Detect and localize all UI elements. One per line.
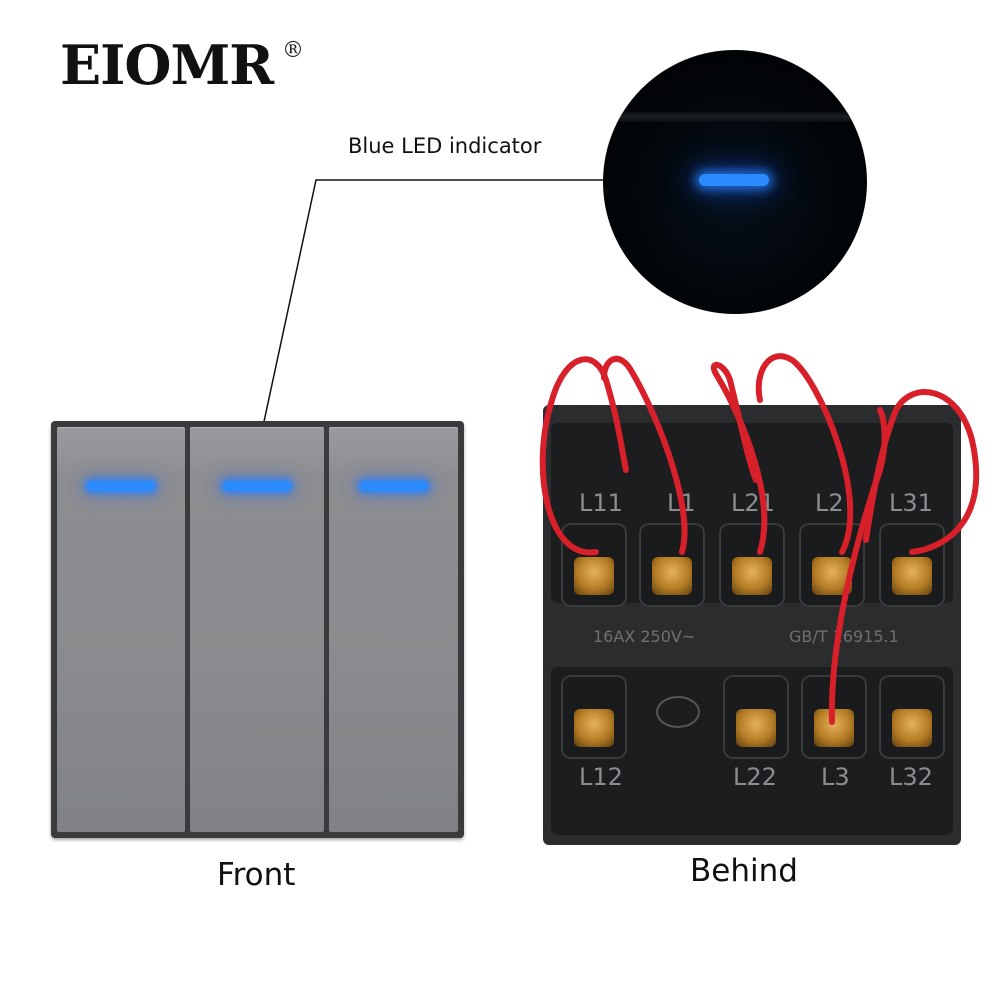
terminal-slot <box>879 675 945 759</box>
screw-icon <box>892 709 932 747</box>
terminal-label: L21 <box>731 489 775 517</box>
led-indicator-icon <box>87 481 155 491</box>
screw-icon <box>652 557 692 595</box>
brand-logo: EIOMR <box>60 33 274 97</box>
terminal-label: L2 <box>815 489 844 517</box>
magnifier-bezel <box>603 112 867 122</box>
led-indicator-icon <box>223 481 291 491</box>
terminal-label: L3 <box>821 763 850 791</box>
behind-caption: Behind <box>690 853 798 889</box>
terminal-label: L31 <box>889 489 933 517</box>
rocker-1 <box>57 427 185 832</box>
magnified-led-icon <box>699 174 769 186</box>
callout-label: Blue LED indicator <box>348 134 542 158</box>
terminal-slot <box>719 523 785 607</box>
certification-mark-icon <box>656 696 700 728</box>
screw-icon <box>736 709 776 747</box>
registered-mark: ® <box>282 38 304 63</box>
screw-icon <box>732 557 772 595</box>
back-module: L11 L1 L21 L2 L31 16AX 250V~ GB/T 16915.… <box>543 405 961 845</box>
screw-icon <box>814 709 854 747</box>
rating-text: 16AX 250V~ <box>593 627 696 646</box>
rocker-2 <box>190 427 324 832</box>
terminal-slot <box>561 675 627 759</box>
standard-text: GB/T 16915.1 <box>789 627 899 646</box>
terminal-label: L12 <box>579 763 623 791</box>
terminal-slot <box>723 675 789 759</box>
terminal-slot <box>799 523 865 607</box>
terminal-label: L11 <box>579 489 623 517</box>
rocker-3 <box>329 427 458 832</box>
front-caption: Front <box>217 857 296 893</box>
screw-icon <box>574 557 614 595</box>
screw-icon <box>574 709 614 747</box>
terminal-slot <box>639 523 705 607</box>
terminal-label: L22 <box>733 763 777 791</box>
terminal-slot <box>561 523 627 607</box>
terminal-label: L32 <box>889 763 933 791</box>
screw-icon <box>812 557 852 595</box>
terminal-slot <box>879 523 945 607</box>
screw-icon <box>892 557 932 595</box>
led-magnifier-image <box>603 50 867 314</box>
front-switch-plate <box>51 421 464 838</box>
led-indicator-icon <box>359 481 428 491</box>
terminal-label: L1 <box>667 489 696 517</box>
terminal-slot <box>801 675 867 759</box>
